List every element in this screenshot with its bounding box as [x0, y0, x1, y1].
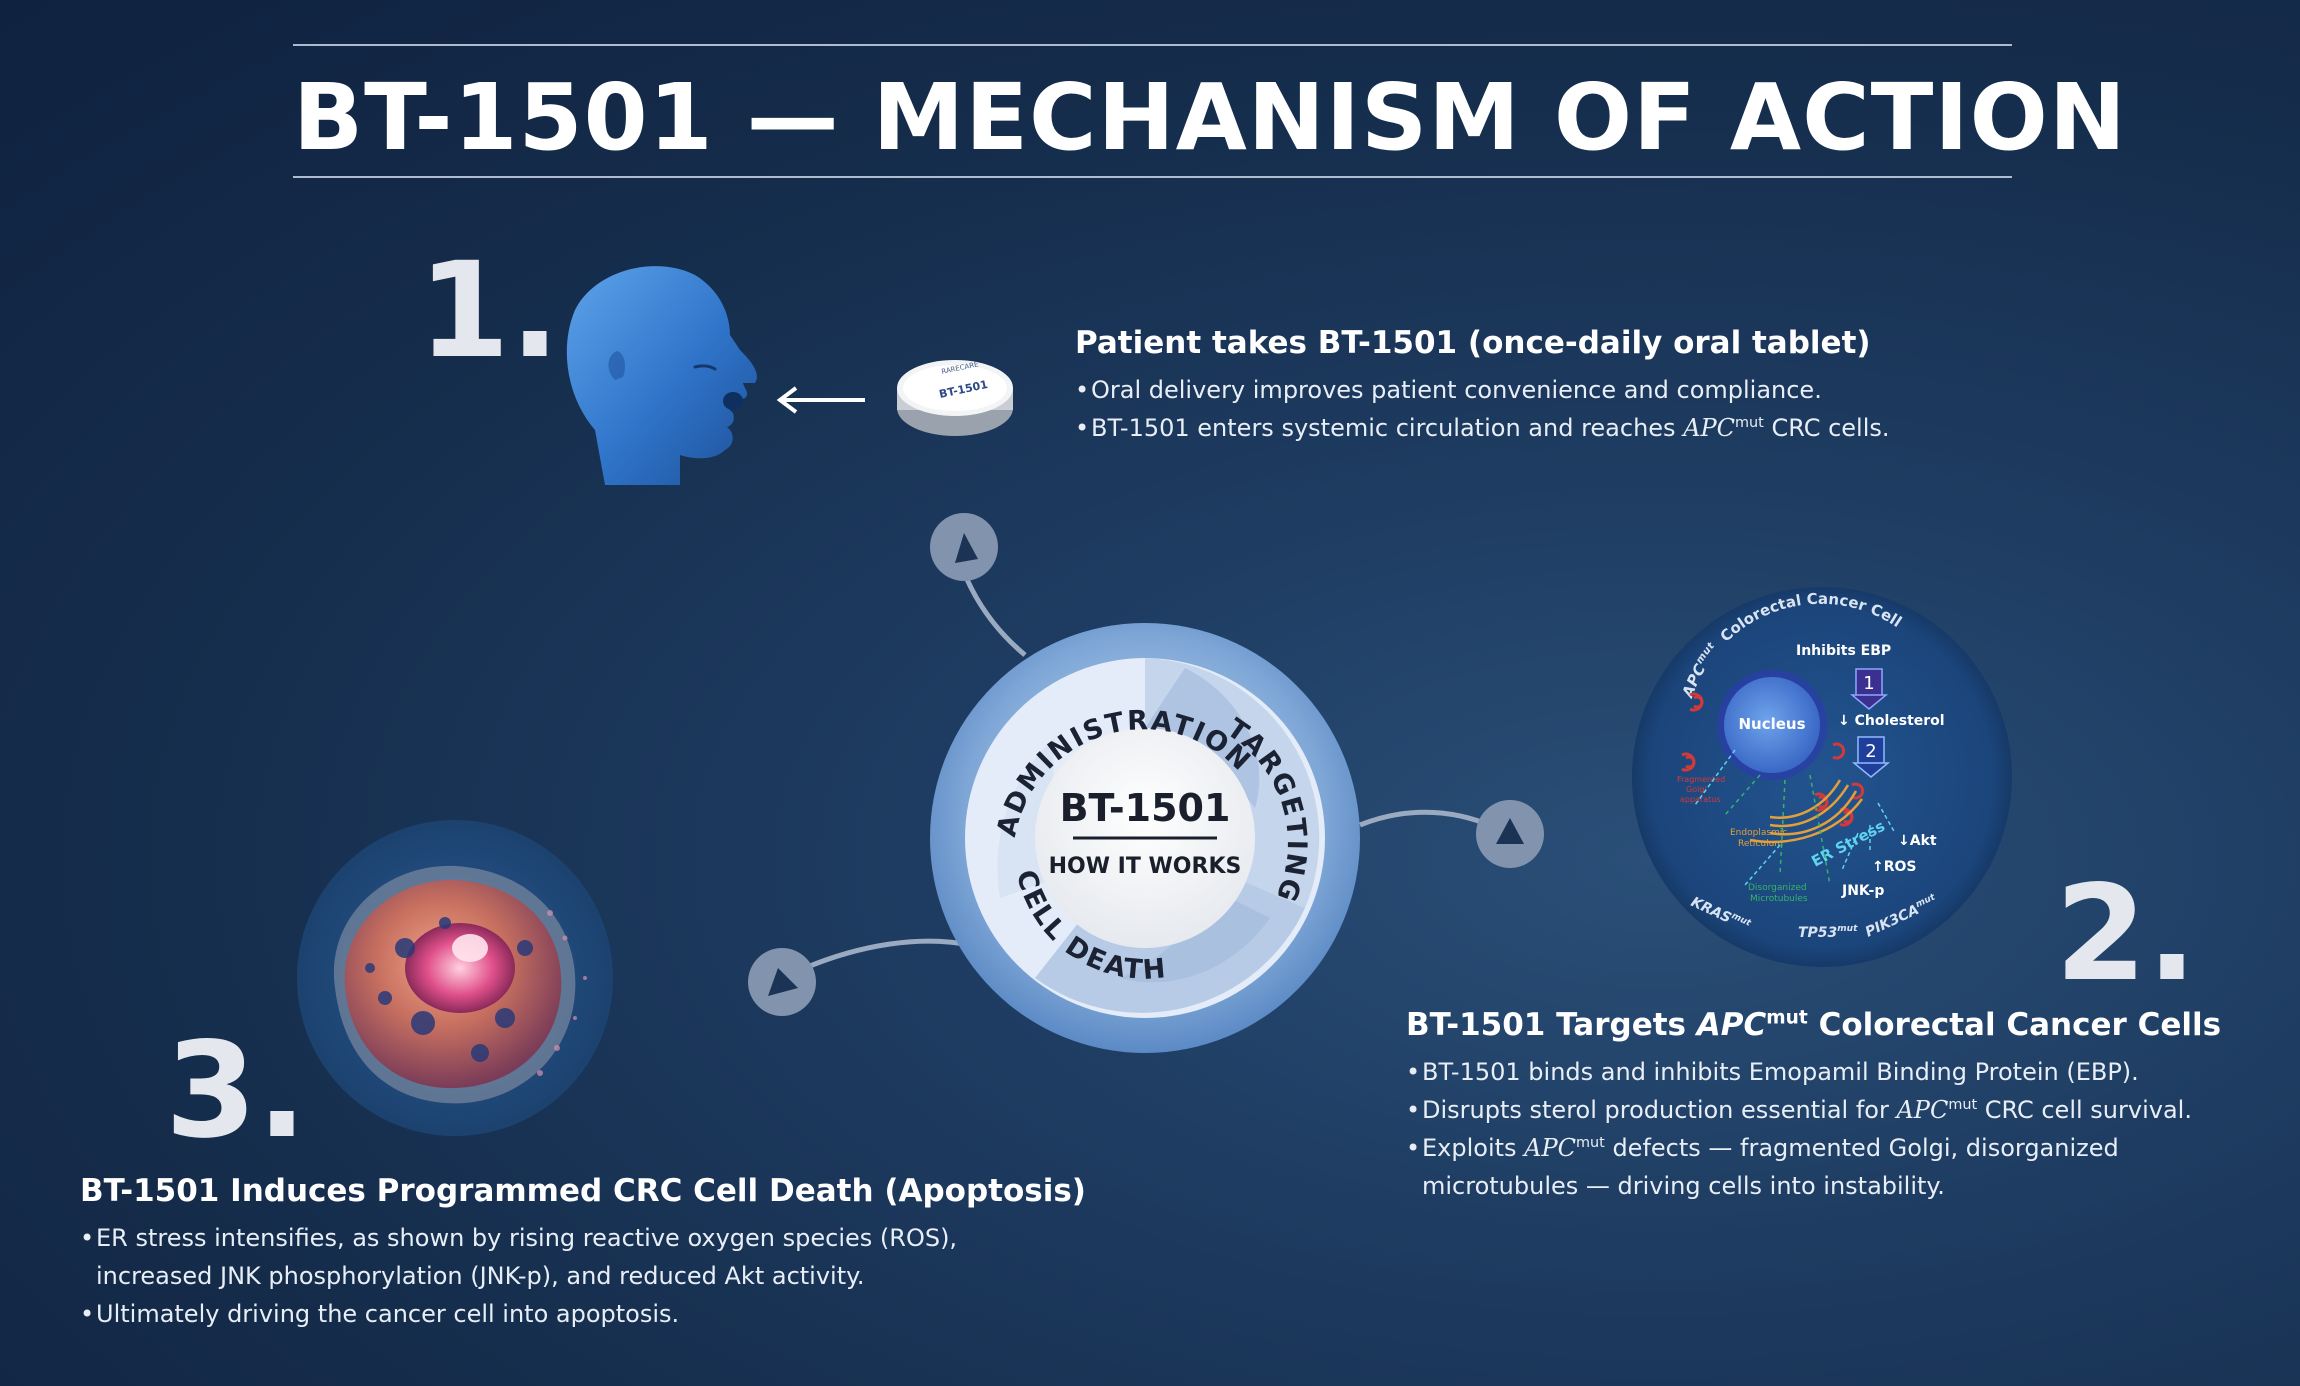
title-rule-top — [293, 44, 2012, 46]
cycle-arrow-button-targeting[interactable] — [1474, 798, 1546, 870]
cell-akt: ↓Akt — [1898, 833, 1937, 849]
microtubules-label-1: Disorganized — [1748, 883, 1807, 893]
step1-bullet-2: BT-1501 enters systemic circulation and … — [1075, 409, 1975, 447]
er-label-1: Endoplasmic — [1730, 828, 1787, 838]
hub-center-title: BT-1501 — [1060, 786, 1231, 830]
step3-text-block: BT-1501 Induces Programmed CRC Cell Deat… — [80, 1173, 1086, 1333]
cycle-arrow-button-cell-death[interactable] — [746, 946, 818, 1018]
cell-inhibits-ebp: Inhibits EBP — [1796, 643, 1891, 659]
cell-cholesterol: ↓ Cholesterol — [1838, 713, 1945, 729]
step1-bullet-1: Oral delivery improves patient convenien… — [1075, 371, 1975, 409]
stress-lines — [1694, 749, 1896, 886]
cell-tp53: TP53 — [1798, 925, 1837, 941]
step-number-1: 1. — [418, 234, 560, 388]
cancer-cell-diagram: APCmutColorectal Cancer Cell Inhibits EB… — [1632, 587, 2012, 967]
apoptotic-cell-illustration — [297, 820, 613, 1136]
step2-text-block: BT-1501 Targets APCmut Colorectal Cancer… — [1406, 1007, 2236, 1205]
cell-step-b: 2 — [1865, 741, 1876, 762]
step2-heading: BT-1501 Targets APCmut Colorectal Cancer… — [1406, 1007, 2222, 1043]
step-number-3: 3. — [165, 1014, 307, 1168]
step1-heading: Patient takes BT-1501 (once-daily oral t… — [1075, 325, 1871, 361]
step1-text-block: Patient takes BT-1501 (once-daily oral t… — [1075, 325, 1975, 447]
step2-bullet-3: Exploits APCmut defects — fragmented Gol… — [1406, 1129, 2162, 1205]
step2-bullet-1: BT-1501 binds and inhibits Emopamil Bind… — [1406, 1053, 2236, 1091]
golgi-fragments — [1681, 692, 1865, 827]
step-number-2: 2. — [2055, 857, 2197, 1011]
microtubules-label-2: Microtubules — [1750, 894, 1808, 904]
golgi-label-2: Golgi — [1686, 785, 1707, 794]
swallow-arrow-icon — [776, 386, 865, 414]
golgi-label-3: apparatus — [1680, 795, 1721, 804]
microtubule-lines — [1724, 774, 1831, 886]
hub-center-subtitle: HOW IT WORKS — [1049, 854, 1242, 879]
cell-jnk: JNK-p — [1841, 883, 1884, 899]
er-label-2: Reticulum — [1738, 839, 1783, 849]
er-membranes — [1749, 779, 1863, 844]
step3-bullet-2: Ultimately driving the cancer cell into … — [80, 1295, 1000, 1333]
tablet-pill-illustration: RARECARE BT-1501 — [897, 360, 1013, 436]
how-it-works-hub: ADMINISTRATION TARGETING CELL DEATH BT-1… — [930, 623, 1360, 1053]
golgi-label-1: Fragmented — [1677, 775, 1725, 784]
cell-nucleus-label: Nucleus — [1738, 715, 1805, 733]
cell-step-a: 1 — [1863, 673, 1874, 694]
page-title: BT-1501 — MECHANISM OF ACTION — [293, 64, 2127, 171]
svg-text:TP53mut: TP53mut — [1798, 924, 1858, 941]
title-rule-bottom — [293, 176, 2012, 178]
cell-tp53-sup: mut — [1837, 924, 1858, 934]
cycle-arrow-button-administration[interactable] — [928, 511, 1000, 583]
cell-ros: ↑ROS — [1872, 859, 1917, 875]
step2-bullet-2: Disrupts sterol production essential for… — [1406, 1091, 2236, 1129]
step3-heading: BT-1501 Induces Programmed CRC Cell Deat… — [80, 1173, 1086, 1209]
step3-bullet-1: ER stress intensifies, as shown by risin… — [80, 1219, 976, 1295]
patient-head-illustration — [566, 266, 757, 485]
